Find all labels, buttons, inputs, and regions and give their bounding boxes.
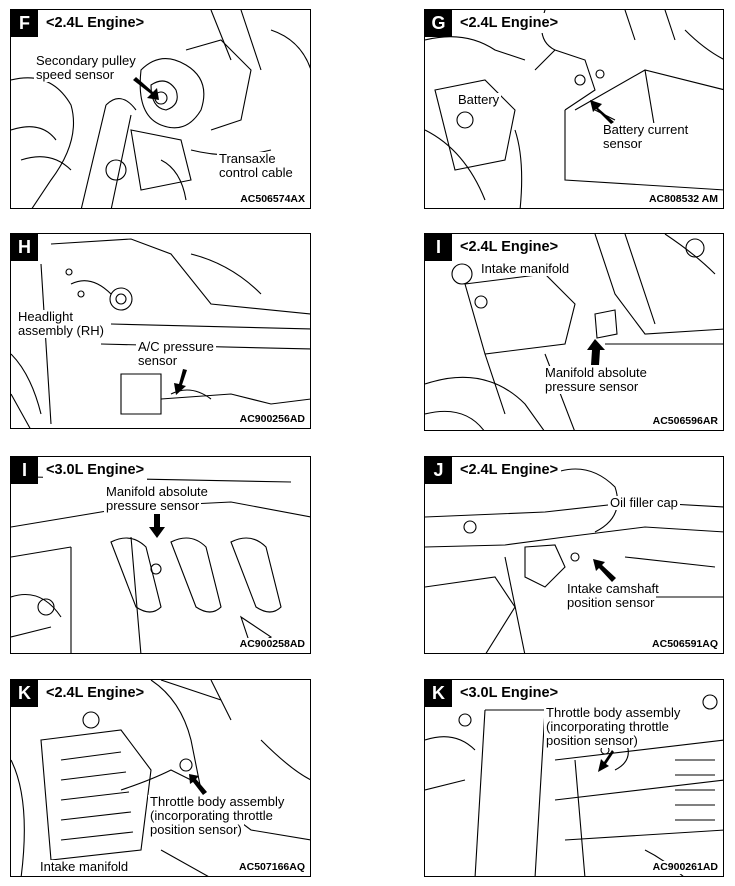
panel-g: G <2.4L Engine> Battery Battery current …: [424, 9, 724, 209]
engine-variant-label: <2.4L Engine>: [43, 683, 148, 703]
label-position-sensor: position sensor: [565, 595, 657, 610]
section-letter: H: [11, 234, 38, 261]
label-secondary-pulley: Secondary pulley: [34, 53, 138, 68]
panel-k-30: K <3.0L Engine> Throttle body assembly (…: [424, 679, 724, 877]
pointer-arrow-icon: [149, 514, 165, 538]
section-letter: K: [425, 680, 452, 707]
label-ac-pressure: A/C pressure: [136, 339, 216, 354]
engine-illustration: [11, 680, 310, 876]
pointer-arrow-icon: [189, 774, 207, 795]
figure-code: AC808532 AM: [646, 193, 720, 206]
label-incorporating: (incorporating throttle: [544, 719, 671, 734]
engine-variant-label: <3.0L Engine>: [457, 683, 562, 703]
panel-k-24: K <2.4L Engine> Throttle body assembly (…: [10, 679, 311, 877]
label-pressure-sensor: pressure sensor: [543, 379, 641, 394]
label-throttle-body: Throttle body assembly: [148, 794, 287, 809]
figure-code: AC506596AR: [650, 415, 720, 428]
pointer-arrow-icon: [593, 559, 616, 582]
label-throttle-body: Throttle body assembly: [544, 705, 683, 720]
engine-variant-label: <2.4L Engine>: [457, 237, 562, 257]
label-position-sensor: position sensor): [148, 822, 244, 837]
pointer-arrow-icon: [590, 100, 614, 124]
figure-code: AC900261AD: [650, 861, 720, 874]
label-position-sensor: position sensor): [544, 733, 640, 748]
pointer-arrow-icon: [598, 750, 614, 772]
label-control-cable: control cable: [217, 165, 295, 180]
pointer-arrow-icon: [174, 369, 187, 395]
figure-code: AC507166AQ: [237, 861, 307, 874]
figure-code: AC900258AD: [237, 638, 307, 651]
engine-illustration: [425, 10, 723, 208]
label-sensor: sensor: [601, 136, 645, 151]
label-intake-camshaft: Intake camshaft: [565, 581, 661, 596]
panel-i-24: I <2.4L Engine> Intake manifold Manifold…: [424, 233, 724, 431]
label-headlight: Headlight: [16, 309, 75, 324]
label-incorporating: (incorporating throttle: [148, 808, 275, 823]
label-transaxle: Transaxle: [217, 151, 278, 166]
label-sensor: sensor: [136, 353, 180, 368]
label-intake-manifold: Intake manifold: [38, 859, 131, 874]
label-manifold-absolute: Manifold absolute: [104, 484, 210, 499]
figure-code: AC900256AD: [237, 413, 307, 426]
label-assembly-rh: assembly (RH): [16, 323, 106, 338]
label-intake-manifold: Intake manifold: [479, 261, 572, 276]
section-letter: G: [425, 10, 452, 37]
engine-illustration: [11, 238, 310, 428]
engine-variant-label: <2.4L Engine>: [457, 13, 562, 33]
section-letter: F: [11, 10, 38, 37]
engine-variant-label: <3.0L Engine>: [43, 460, 148, 480]
label-battery-current: Battery current: [601, 122, 691, 137]
engine-variant-label: <2.4L Engine>: [457, 460, 562, 480]
pointer-arrow-icon: [587, 339, 605, 365]
figure-code: AC506591AQ: [650, 638, 720, 651]
section-letter: I: [11, 457, 38, 484]
label-oil-filler-cap: Oil filler cap: [608, 495, 680, 510]
figure-code: AC506574AX: [238, 193, 307, 206]
label-manifold-absolute: Manifold absolute: [543, 365, 649, 380]
engine-variant-label: <2.4L Engine>: [43, 13, 148, 33]
panel-h: H Headlight assembly (RH) A/C pressure s…: [10, 233, 311, 429]
label-battery: Battery: [456, 92, 502, 107]
label-speed-sensor: speed sensor: [34, 67, 117, 82]
engine-illustration: [425, 234, 723, 430]
panel-j: J <2.4L Engine> Oil filler cap Intake ca…: [424, 456, 724, 654]
section-letter: K: [11, 680, 38, 707]
engine-illustration: [425, 468, 723, 653]
pointer-arrow-icon: [133, 77, 159, 100]
section-letter: J: [425, 457, 452, 484]
section-letter: I: [425, 234, 452, 261]
label-pressure-sensor: pressure sensor: [104, 498, 202, 513]
panel-i-30: I <3.0L Engine> Manifold absolute pressu…: [10, 456, 311, 654]
panel-f: F <2.4L Engine> Secondary pulley speed s…: [10, 9, 311, 209]
